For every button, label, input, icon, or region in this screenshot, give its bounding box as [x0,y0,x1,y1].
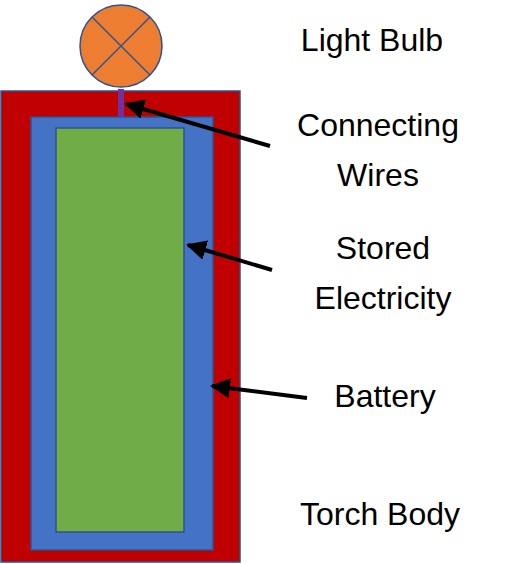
battery [31,117,213,550]
part-label: Battery [265,372,505,420]
leader-arrow [188,245,272,270]
part-label: Connecting Wires [278,100,478,200]
part-label: Light Bulb [252,16,492,64]
part-label: Torch Body [260,490,500,538]
torch-body [1,91,240,562]
connecting-wire [118,89,124,117]
leader-arrow [126,104,270,146]
part-label: Stored Electricity [283,223,483,323]
stored-electricity [56,128,184,532]
leader-arrow [212,386,307,398]
light-bulb [80,5,162,87]
